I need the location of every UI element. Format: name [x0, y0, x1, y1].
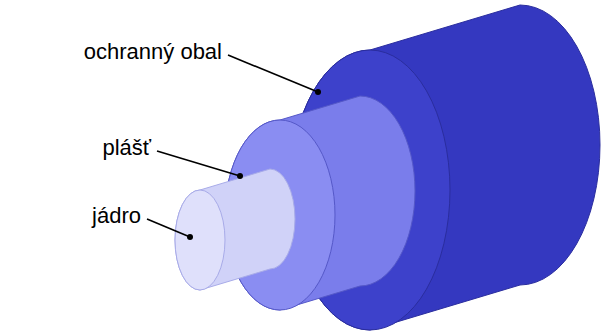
core-face [175, 190, 225, 290]
leader-line [157, 151, 240, 176]
leader-line [147, 219, 190, 237]
leader-line [228, 55, 318, 92]
part-label: ochranný obal [84, 39, 222, 65]
part-label: plášť [102, 135, 151, 161]
leader-dot [187, 234, 193, 240]
part-label: jádro [92, 203, 141, 229]
core-body [175, 169, 295, 290]
leader-dot [315, 89, 321, 95]
leader-dot [237, 173, 243, 179]
